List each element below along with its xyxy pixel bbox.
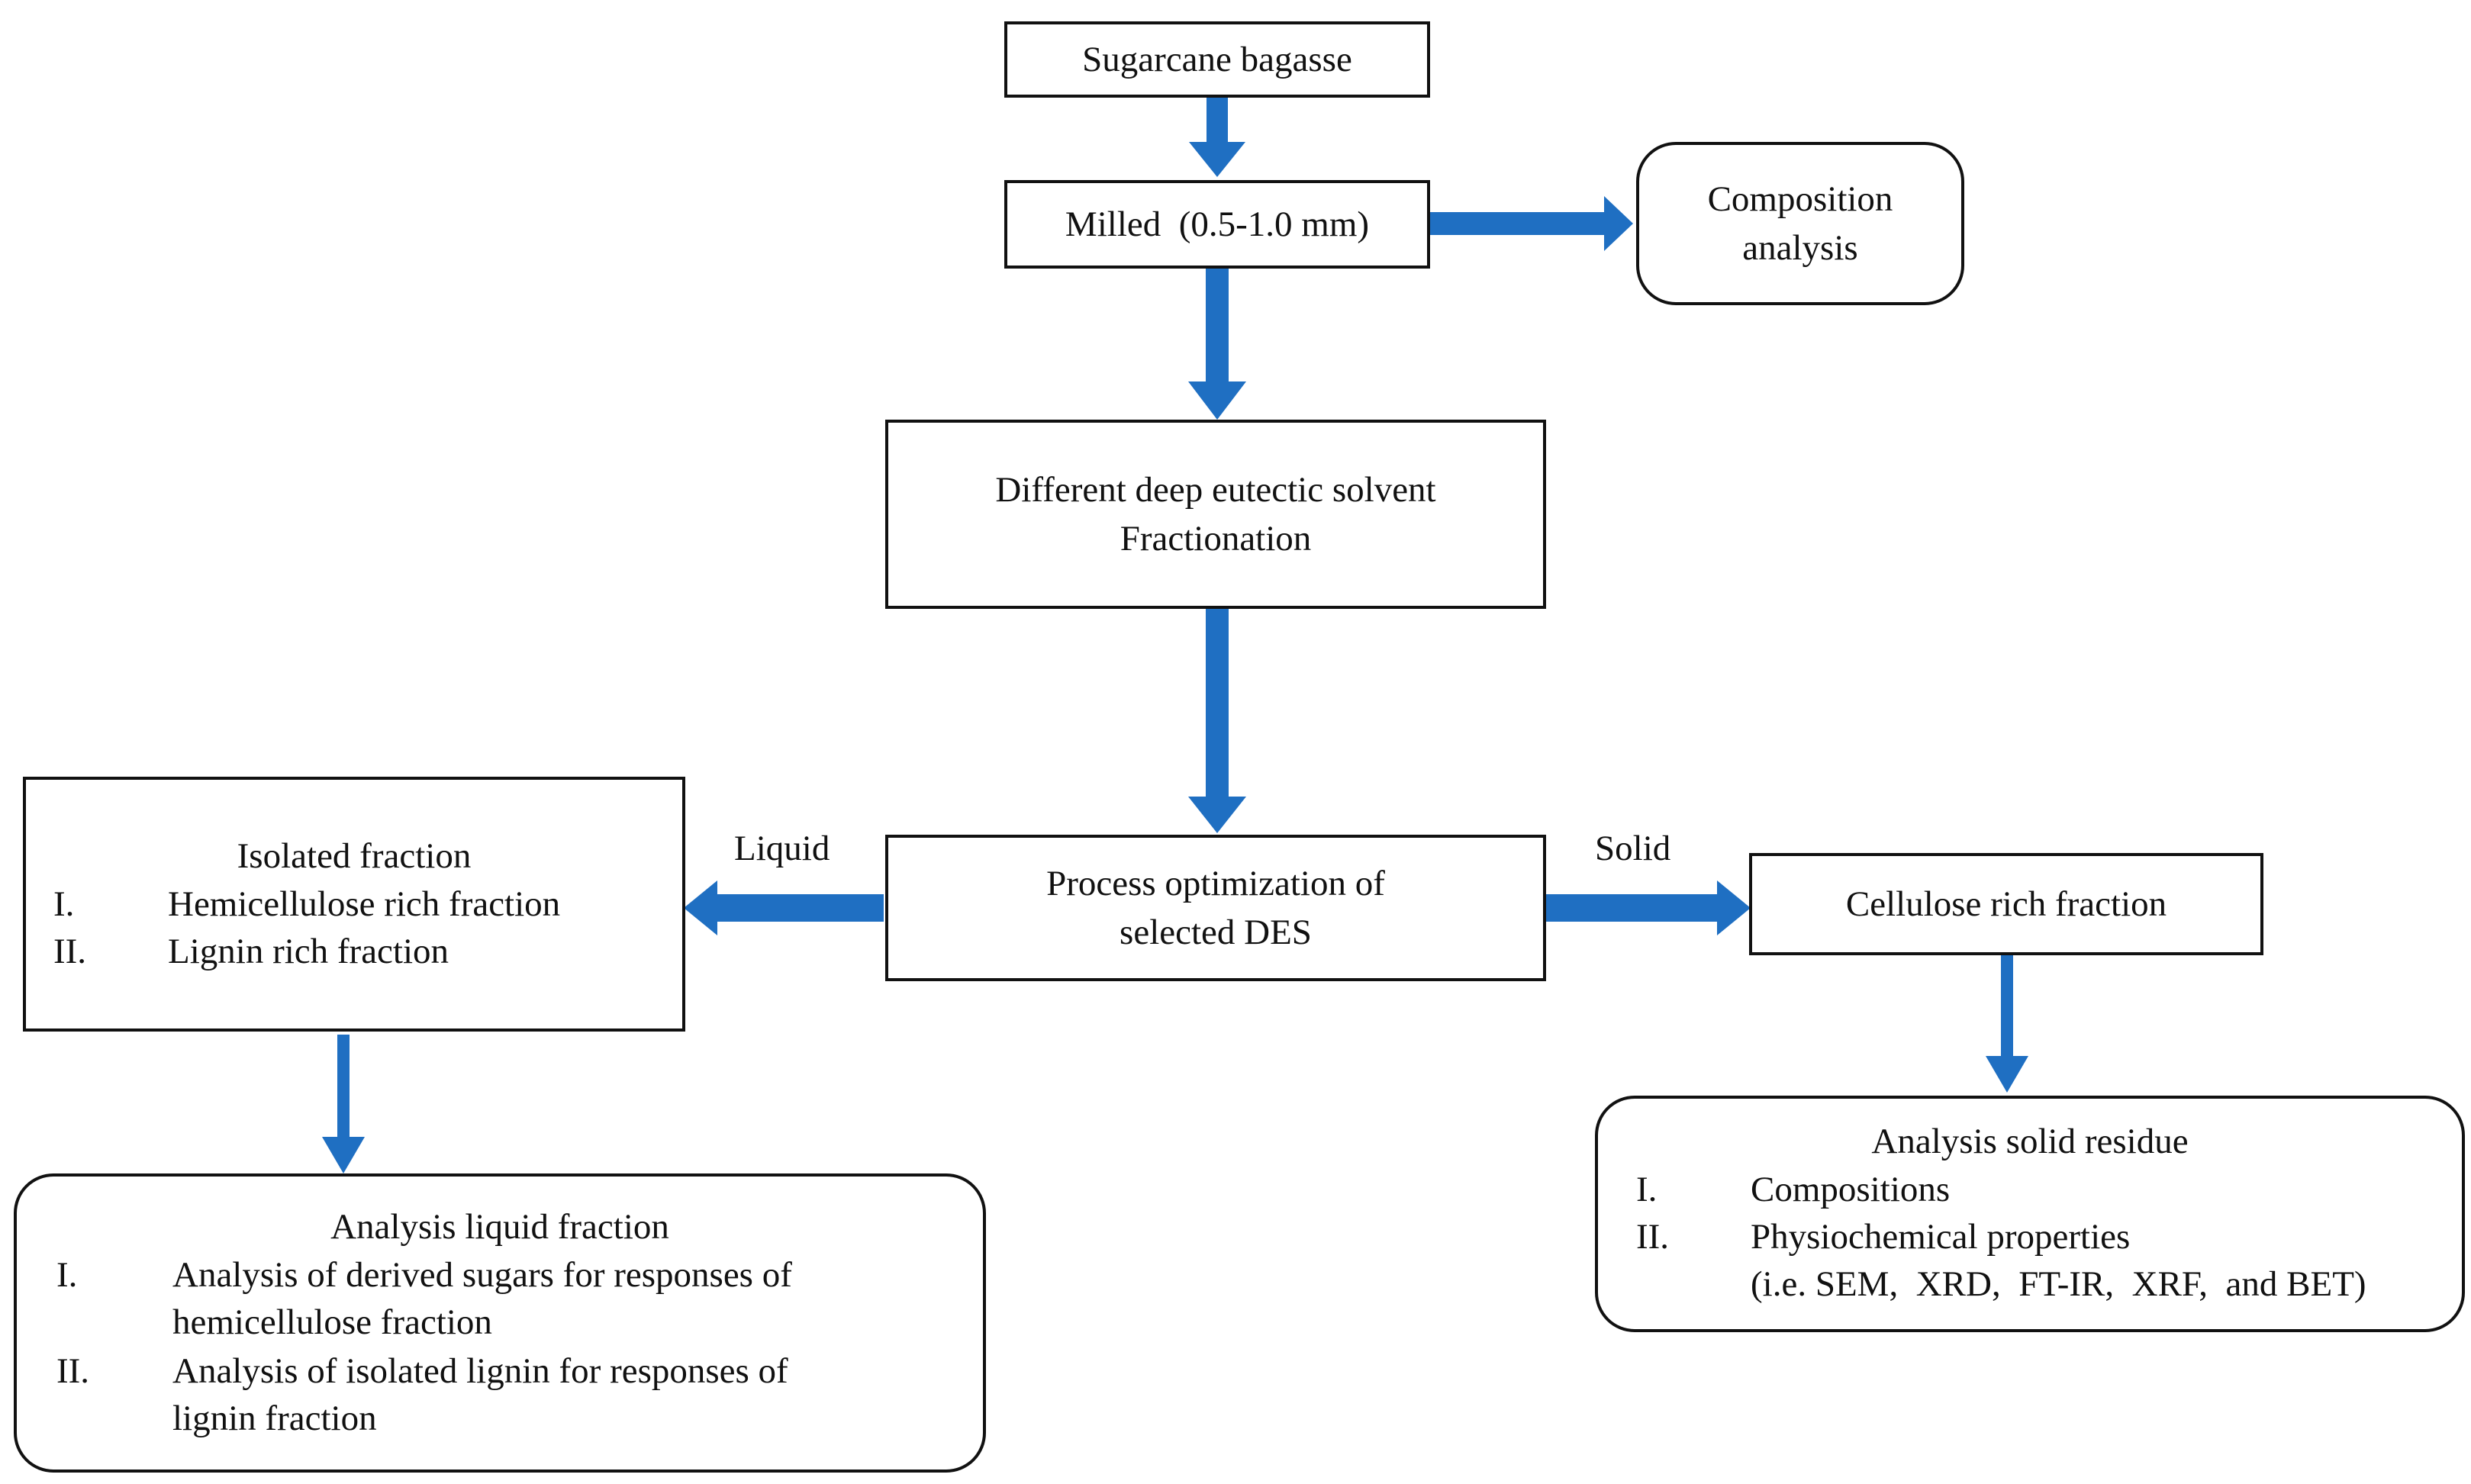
cellulose-label: Cellulose rich fraction	[1845, 884, 2167, 924]
liquid-item-1-number: I.	[56, 1255, 78, 1295]
isolated-fraction-title: Isolated fraction	[237, 836, 472, 876]
solid-analysis-title: Analysis solid residue	[1871, 1122, 2189, 1161]
arrow-sugarcane-to-milled	[1189, 98, 1245, 177]
liquid-item-2-line2: lignin fraction	[172, 1399, 377, 1438]
isolated-item-2-number: II.	[53, 932, 87, 971]
analysis-liquid-fraction-box: Analysis liquid fraction I. Analysis of …	[14, 1173, 986, 1473]
sugarcane-bagasse-box: Sugarcane bagasse	[1004, 21, 1430, 98]
arrow-des-to-process	[1188, 609, 1246, 833]
solid-item-2-number: II.	[1636, 1217, 1670, 1257]
cellulose-rich-fraction-box: Cellulose rich fraction	[1749, 853, 2263, 955]
isolated-item-2-text: Lignin rich fraction	[168, 932, 449, 971]
process-label-line2: selected DES	[1120, 913, 1312, 952]
des-label-line2: Fractionation	[1120, 519, 1312, 559]
liquid-item-2-number: II.	[56, 1351, 90, 1391]
liquid-analysis-title: Analysis liquid fraction	[330, 1207, 669, 1247]
isolated-item-1-number: I.	[53, 884, 75, 924]
liquid-label: Liquid	[734, 829, 830, 868]
liquid-item-1-line2: hemicellulose fraction	[172, 1302, 492, 1342]
des-fractionation-box: Different deep eutectic solvent Fraction…	[885, 420, 1546, 609]
solid-item-1-number: I.	[1636, 1170, 1658, 1209]
solid-item-2-line2: (i.e. SEM, XRD, FT-IR, XRF, and BET)	[1751, 1264, 2366, 1304]
milled-label: Milled (0.5-1.0 mm)	[1065, 204, 1370, 244]
composition-label-line2: analysis	[1742, 228, 1858, 268]
arrow-milled-to-des	[1188, 269, 1246, 420]
sugarcane-bagasse-label: Sugarcane bagasse	[1082, 40, 1352, 79]
composition-analysis-box: Composition analysis	[1636, 142, 1964, 305]
process-optimization-box: Process optimization of selected DES	[885, 835, 1546, 981]
solid-label: Solid	[1595, 829, 1671, 868]
arrow-isolated-to-liquid-analysis	[322, 1035, 365, 1173]
milled-box: Milled (0.5-1.0 mm)	[1004, 180, 1430, 269]
analysis-solid-residue-box: Analysis solid residue I. Compositions I…	[1595, 1096, 2465, 1332]
liquid-item-2-line1: Analysis of isolated lignin for response…	[172, 1351, 788, 1391]
process-label-line1: Process optimization of	[1046, 864, 1385, 903]
composition-label-line1: Composition	[1707, 179, 1893, 219]
arrow-process-to-isolated	[684, 880, 884, 935]
arrow-milled-to-composition	[1427, 196, 1633, 251]
liquid-item-1-line1: Analysis of derived sugars for responses…	[172, 1255, 792, 1295]
solid-item-2-line1: Physiochemical properties	[1751, 1217, 2131, 1257]
isolated-item-1-text: Hemicellulose rich fraction	[168, 884, 561, 924]
des-label-line1: Different deep eutectic solvent	[995, 470, 1436, 510]
arrow-cellulose-to-solid-analysis	[1986, 954, 2028, 1093]
arrow-process-to-cellulose	[1543, 880, 1751, 935]
solid-item-1-line1: Compositions	[1751, 1170, 1951, 1209]
isolated-fraction-box: Isolated fraction I. Hemicellulose rich …	[23, 777, 685, 1032]
